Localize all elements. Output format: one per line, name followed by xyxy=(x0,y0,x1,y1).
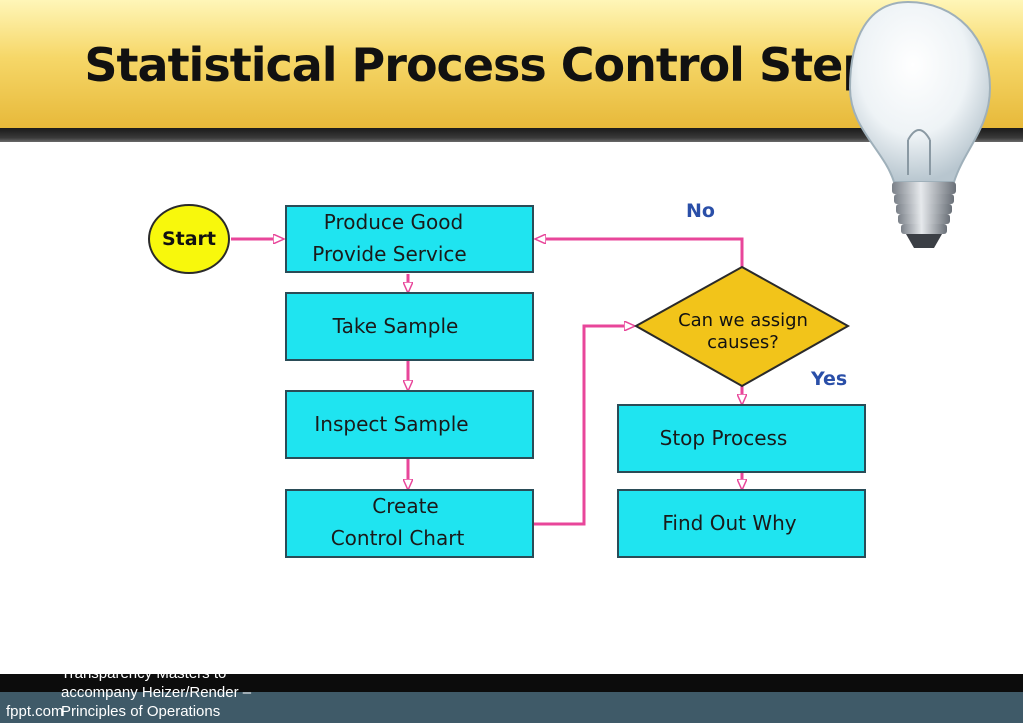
arrow-decision-no-to-produce xyxy=(536,239,744,268)
footer-band xyxy=(0,692,1023,723)
footer-note: Transparency Masters to accompany Heizer… xyxy=(61,664,291,721)
step-inspect-sample-label: Inspect Sample xyxy=(314,412,469,436)
step-create-line-1: Create xyxy=(372,494,439,518)
arrow-create-chart-to-decision xyxy=(534,326,634,526)
header-divider xyxy=(0,128,1023,142)
slide-title: Statistical Process Control Steps xyxy=(84,38,901,92)
decision-diamond xyxy=(633,265,851,388)
footer-note-line-1: Transparency Masters to xyxy=(61,665,227,682)
step-stop-process-label: Stop Process xyxy=(659,426,788,450)
decision-line-1: Can we assign xyxy=(678,310,808,331)
step-take-sample: Take Sample xyxy=(285,292,534,361)
footer-note-line-2: accompany Heizer/Render – xyxy=(61,684,252,701)
step-find-out-why-label: Find Out Why xyxy=(662,511,797,535)
decision-line-2: causes? xyxy=(707,332,779,353)
step-take-sample-label: Take Sample xyxy=(332,314,459,338)
footer-divider xyxy=(0,674,1023,692)
step-create-control-chart: Create Control Chart xyxy=(285,489,534,558)
edge-label-no: No xyxy=(686,200,715,222)
edge-label-yes: Yes xyxy=(811,368,848,390)
light-bulb-icon xyxy=(848,0,992,248)
start-node: Start xyxy=(148,204,230,274)
footer-note-line-3: Principles of Operations xyxy=(61,703,221,720)
step-create-line-2: Control Chart xyxy=(330,526,465,550)
step-produce-line-2: Provide Service xyxy=(312,242,467,266)
step-stop-process: Stop Process xyxy=(617,404,866,473)
watermark: fppt.com xyxy=(6,703,64,720)
step-produce-good: Produce Good Provide Service xyxy=(285,205,534,273)
step-inspect-sample: Inspect Sample xyxy=(285,390,534,459)
decision-label: Can we assign causes? xyxy=(648,310,838,354)
step-produce-line-1: Produce Good xyxy=(323,210,464,234)
step-find-out-why: Find Out Why xyxy=(617,489,866,558)
